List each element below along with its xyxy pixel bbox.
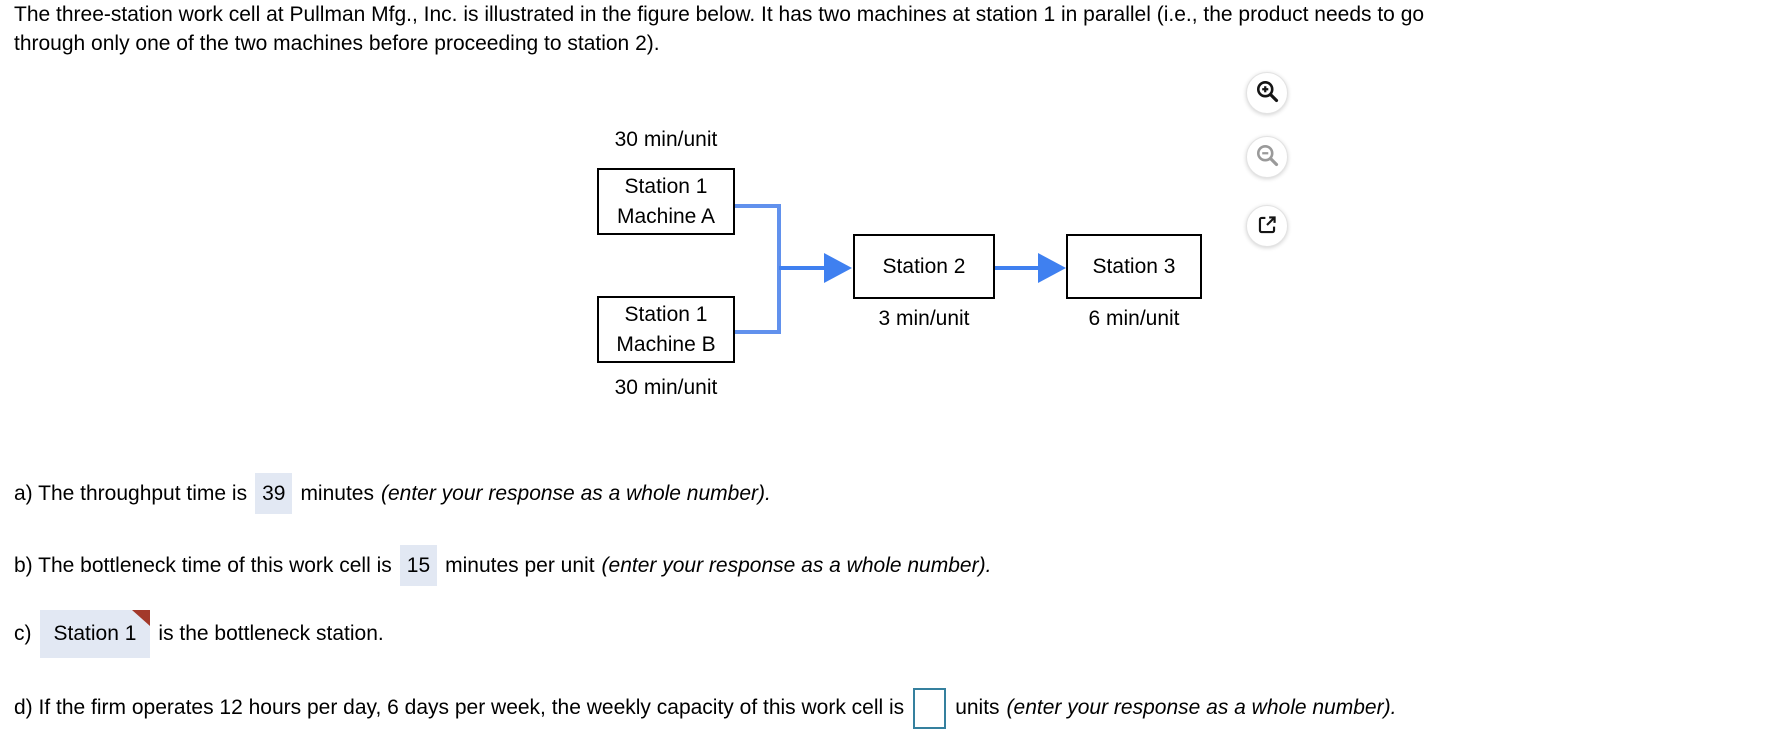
open-in-new-window-button[interactable] (1246, 205, 1288, 247)
question-a-text: a) The throughput time is (14, 482, 248, 505)
question-d-answer-input[interactable] (913, 687, 947, 729)
question-a-answer-field[interactable]: 39 (255, 473, 293, 514)
zoom-out-button[interactable] (1246, 136, 1288, 178)
question-b-hint: (enter your response as a whole number). (601, 554, 992, 577)
station2-box: Station 2 (853, 234, 995, 299)
machine-b-rate-label: 30 min/unit (614, 376, 718, 399)
question-c-suffix-text: is the bottleneck station. (158, 622, 384, 645)
flow-arrow-to-station2-shaft (779, 266, 825, 270)
question-c-answer-dropdown[interactable]: Station 1 (39, 610, 151, 658)
station2-label: Station 2 (882, 254, 966, 278)
answer-corner-marker-icon (132, 610, 151, 626)
zoom-in-icon (1254, 78, 1281, 108)
station3-label: Station 3 (1092, 254, 1176, 278)
machine-a-rate-label: 30 min/unit (614, 128, 718, 151)
parallel-connector-bottom-line (735, 330, 781, 334)
station2-rate-label: 3 min/unit (878, 307, 970, 330)
flow-arrow-to-station3-head-icon (1038, 253, 1066, 283)
station1-machine-a-line1: Station 1 (624, 174, 708, 198)
station1-machine-a-box: Station 1 Machine A (597, 168, 735, 235)
question-c-answer-value: Station 1 (53, 622, 137, 645)
question-b: b) The bottleneck time of this work cell… (14, 545, 991, 587)
question-d-hint: (enter your response as a whole number). (1006, 696, 1397, 719)
question-b-answer-field[interactable]: 15 (399, 545, 438, 586)
question-a-hint: (enter your response as a whole number). (380, 482, 771, 505)
parallel-connector-top-line (735, 204, 781, 208)
station1-machine-a-line2: Machine A (616, 204, 716, 228)
station1-machine-b-line1: Station 1 (624, 302, 708, 326)
station3-rate-label: 6 min/unit (1088, 307, 1180, 330)
station1-machine-b-box: Station 1 Machine B (597, 296, 735, 363)
question-b-text: b) The bottleneck time of this work cell… (14, 554, 392, 577)
zoom-in-button[interactable] (1246, 72, 1288, 114)
open-in-new-window-icon (1254, 212, 1280, 241)
question-a: a) The throughput time is 39 minutes (enter… (14, 473, 771, 515)
problem-statement-line2: through only one of the two machines bef… (14, 32, 660, 55)
question-b-unit-text: minutes per unit (445, 554, 595, 577)
question-d-text: d) If the firm operates 12 hours per day… (14, 696, 905, 719)
flow-arrow-to-station2-head-icon (824, 253, 852, 283)
question-d-unit-text: units (955, 696, 1000, 719)
zoom-out-icon (1254, 142, 1281, 172)
question-a-unit-text: minutes (300, 482, 374, 505)
station1-machine-b-line2: Machine B (616, 332, 716, 356)
question-d: d) If the firm operates 12 hours per day… (14, 686, 1396, 730)
question-c-text: c) (14, 622, 32, 645)
flow-arrow-to-station3-shaft (995, 266, 1039, 270)
station3-box: Station 3 (1066, 234, 1202, 299)
question-c: c) Station 1 is the bottleneck station. (14, 610, 384, 658)
problem-statement: The three-station work cell at Pullman M… (14, 0, 1774, 58)
problem-statement-line1: The three-station work cell at Pullman M… (14, 3, 1425, 26)
